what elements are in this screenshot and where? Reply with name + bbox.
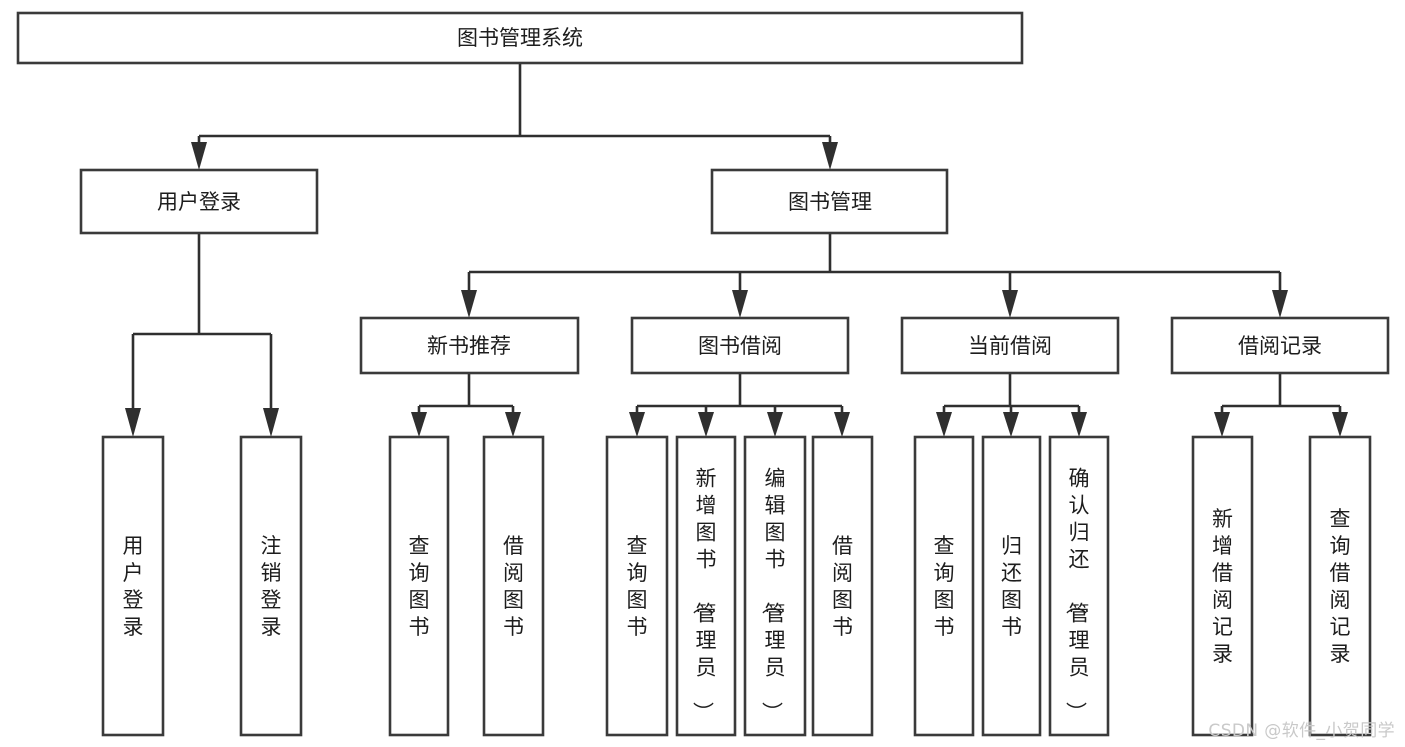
node-book-manage[interactable]: 图书管理: [710, 168, 949, 235]
node-leaf-return-book[interactable]: 归还图书: [981, 435, 1042, 737]
leaf-label-vertical: 查询借阅记录: [1330, 507, 1351, 666]
node-book-borrow[interactable]: 图书借阅: [630, 316, 850, 375]
leaf-label-vertical: 编辑图书（管理员）: [760, 467, 786, 723]
leaf-label-vertical: 查询图书: [934, 534, 955, 639]
node-current-borrow[interactable]: 当前借阅: [900, 316, 1120, 375]
node-user-login[interactable]: 用户登录: [79, 168, 319, 235]
arrow-head-leaf-return-book: [1003, 412, 1019, 437]
leaf-layer: 用户登录 注销登录 查询图书 借阅图书 查询图书 新增图书（管理员）: [101, 435, 1372, 737]
arrow-head-leaf-query-book-3: [936, 412, 952, 437]
node-leaf-borrow-book-1-box[interactable]: [482, 435, 545, 737]
node-current-borrow-label: 当前借阅: [968, 334, 1052, 358]
node-leaf-add-record-box[interactable]: [1191, 435, 1254, 737]
node-leaf-query-book-2[interactable]: 查询图书: [605, 435, 669, 737]
arrow-head-borrow-record: [1272, 290, 1288, 318]
node-new-book-recommend-box[interactable]: [359, 316, 580, 375]
node-leaf-query-book-3-box[interactable]: [913, 435, 975, 737]
node-book-borrow-box[interactable]: [630, 316, 850, 375]
node-leaf-query-record[interactable]: 查询借阅记录: [1308, 435, 1372, 737]
arrow-head-new-book-recommend: [461, 290, 477, 318]
node-leaf-query-record-box[interactable]: [1308, 435, 1372, 737]
node-leaf-return-book-box[interactable]: [981, 435, 1042, 737]
node-borrow-record-box[interactable]: [1170, 316, 1390, 375]
node-leaf-add-book[interactable]: 新增图书（管理员）: [675, 435, 737, 737]
node-leaf-user-login[interactable]: 用户登录: [101, 435, 165, 737]
node-root-label: 图书管理系统: [457, 26, 583, 50]
node-user-login-box[interactable]: [79, 168, 319, 235]
arrow-head-leaf-edit-book: [767, 412, 783, 437]
csdn-watermark: CSDN @软件_小贺同学: [1208, 721, 1395, 741]
arrow-head-user-login: [191, 142, 207, 170]
node-borrow-record-label: 借阅记录: [1238, 334, 1322, 358]
leaf-label-vertical: 用户登录: [123, 534, 144, 639]
node-leaf-confirm-return-box[interactable]: [1048, 435, 1110, 737]
leaf-label-vertical: 归还图书: [1001, 534, 1022, 639]
leaf-label-vertical: 借阅图书: [503, 534, 524, 639]
node-leaf-borrow-book-1[interactable]: 借阅图书: [482, 435, 545, 737]
node-borrow-record[interactable]: 借阅记录: [1170, 316, 1390, 375]
node-user-login-label: 用户登录: [157, 190, 241, 214]
node-new-book-recommend-label: 新书推荐: [427, 334, 511, 358]
node-leaf-logout-box[interactable]: [239, 435, 303, 737]
arrow-head-leaf-borrow-book-2: [834, 412, 850, 437]
arrow-head-book-manage: [822, 142, 838, 170]
node-leaf-borrow-book-2-box[interactable]: [811, 435, 874, 737]
leaf-label-vertical: 借阅图书: [832, 534, 853, 639]
node-leaf-query-book-2-box[interactable]: [605, 435, 669, 737]
leaf-label-vertical: 新增图书（管理员）: [691, 467, 717, 723]
node-root-box[interactable]: [16, 11, 1024, 65]
arrow-head-leaf-confirm-return: [1071, 412, 1087, 437]
node-root[interactable]: 图书管理系统: [16, 11, 1024, 65]
arrow-head-leaf-add-record: [1214, 412, 1230, 437]
arrow-head-current-borrow: [1002, 290, 1018, 318]
arrow-head-leaf-add-book: [698, 412, 714, 437]
node-leaf-edit-book-box[interactable]: [743, 435, 807, 737]
node-leaf-borrow-book-2[interactable]: 借阅图书: [811, 435, 874, 737]
arrow-head-leaf-user-login: [125, 408, 141, 437]
node-leaf-edit-book[interactable]: 编辑图书（管理员）: [743, 435, 807, 737]
leaf-label-vertical: 查询图书: [627, 534, 648, 639]
arrow-head-leaf-query-book-1: [411, 412, 427, 437]
node-leaf-query-book-1-box[interactable]: [388, 435, 450, 737]
node-book-manage-label: 图书管理: [788, 190, 872, 214]
node-leaf-add-record[interactable]: 新增借阅记录: [1191, 435, 1254, 737]
node-leaf-query-book-3[interactable]: 查询图书: [913, 435, 975, 737]
node-leaf-user-login-box[interactable]: [101, 435, 165, 737]
connector-layer: [125, 63, 1348, 437]
leaf-label-vertical: 查询图书: [409, 534, 430, 639]
leaf-label-vertical: 确认归还（管理员）: [1064, 467, 1090, 723]
node-book-borrow-label: 图书借阅: [698, 334, 782, 358]
arrow-head-book-borrow: [732, 290, 748, 318]
node-current-borrow-box[interactable]: [900, 316, 1120, 375]
node-leaf-confirm-return[interactable]: 确认归还（管理员）: [1048, 435, 1110, 737]
arrow-head-leaf-query-book-2: [629, 412, 645, 437]
leaf-label-vertical: 新增借阅记录: [1212, 507, 1233, 666]
arrow-head-leaf-borrow-book-1: [505, 412, 521, 437]
node-leaf-query-book-1[interactable]: 查询图书: [388, 435, 450, 737]
arrow-head-leaf-logout: [263, 408, 279, 437]
node-leaf-add-book-box[interactable]: [675, 435, 737, 737]
node-book-manage-box[interactable]: [710, 168, 949, 235]
node-leaf-logout[interactable]: 注销登录: [239, 435, 303, 737]
leaf-label-vertical: 注销登录: [261, 534, 282, 639]
node-layer: 图书管理系统 用户登录 图书管理 新书推荐 图书借阅: [16, 11, 1390, 737]
arrow-head-leaf-query-record: [1332, 412, 1348, 437]
node-new-book-recommend[interactable]: 新书推荐: [359, 316, 580, 375]
